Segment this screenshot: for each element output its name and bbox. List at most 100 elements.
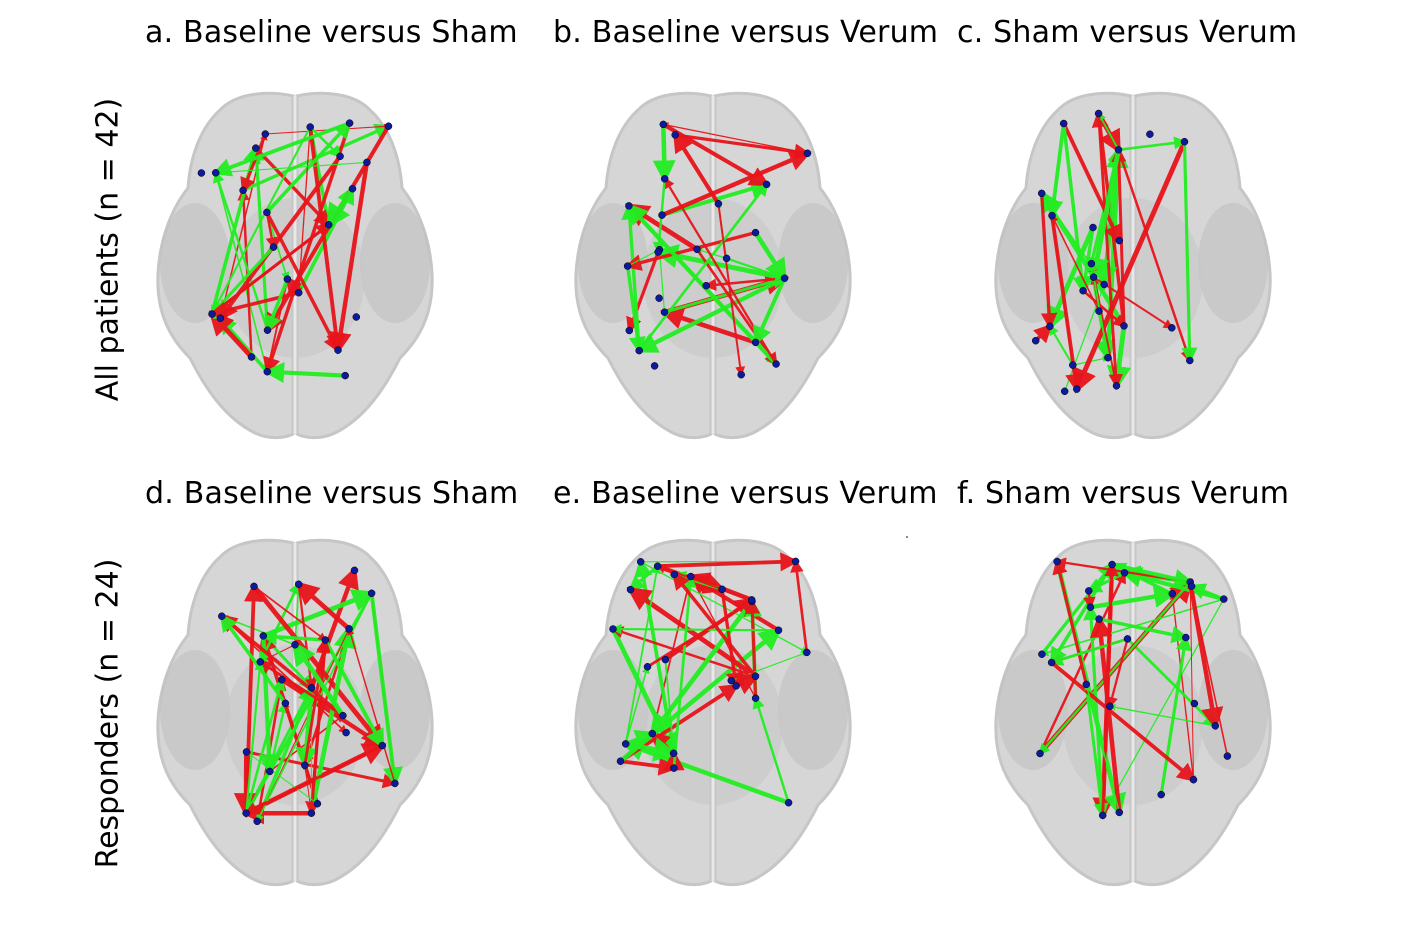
region-node	[791, 557, 800, 566]
connection-decrease	[1108, 703, 1216, 727]
connections	[208, 120, 392, 384]
connection-decrease	[653, 244, 786, 281]
region-node	[660, 175, 669, 183]
region-node	[301, 761, 309, 770]
right-temporal-lobe	[360, 203, 430, 323]
connection-increase	[674, 133, 811, 160]
connection-decrease	[672, 573, 697, 769]
region-node	[670, 764, 678, 772]
region-node	[803, 149, 812, 158]
connection-decrease	[212, 121, 351, 177]
connection-decrease	[219, 613, 287, 705]
region-node	[1031, 336, 1040, 345]
connection-decrease	[265, 120, 353, 214]
region-node	[1053, 557, 1061, 566]
connection-increase	[1106, 638, 1129, 709]
region-node	[669, 749, 678, 758]
region-node	[1180, 137, 1189, 146]
region-node	[654, 248, 662, 256]
region-node	[352, 313, 361, 321]
panel-title-e: e. Baseline versus Verum	[553, 476, 938, 511]
region-node	[702, 281, 710, 290]
brain-panel-b	[568, 88, 858, 443]
connection-increase	[253, 585, 327, 642]
connection-decrease	[1159, 634, 1192, 795]
region-node	[1094, 109, 1103, 118]
connection-decrease	[1102, 598, 1225, 817]
connection-decrease	[309, 624, 357, 814]
nodes	[1036, 557, 1232, 820]
connection-increase	[252, 584, 386, 750]
connections	[621, 122, 812, 377]
region-node	[1082, 680, 1091, 689]
region-node	[727, 676, 736, 685]
connection-decrease	[245, 659, 265, 814]
region-node	[208, 310, 216, 318]
connection-decrease	[1188, 583, 1225, 601]
right-temporal-lobe	[778, 650, 848, 770]
region-node	[1089, 273, 1098, 281]
region-node	[1190, 699, 1199, 708]
connection-decrease	[369, 593, 403, 788]
connection-decrease	[1048, 637, 1128, 666]
region-node	[751, 228, 760, 237]
connection-increase	[219, 613, 345, 717]
connection-decrease	[263, 362, 346, 384]
connection-decrease	[1097, 111, 1120, 151]
region-node	[253, 817, 261, 826]
connection-increase	[209, 223, 330, 316]
connections	[1032, 110, 1198, 394]
brain-outline	[574, 538, 852, 887]
region-node	[625, 202, 633, 210]
region-node	[1223, 752, 1232, 760]
left-temporal-lobe	[998, 203, 1068, 323]
region-node	[266, 767, 274, 776]
region-node	[391, 779, 399, 788]
connection-decrease	[1084, 684, 1109, 819]
brain-network-a	[156, 91, 434, 440]
connection-increase	[661, 150, 812, 218]
connection-decrease	[625, 265, 646, 354]
connection-decrease	[323, 639, 385, 750]
region-node	[670, 570, 678, 579]
region-node	[658, 211, 666, 219]
connection-increase	[1169, 592, 1195, 780]
region-node	[269, 243, 278, 251]
region-node	[1114, 146, 1123, 154]
connection-decrease	[1083, 604, 1105, 816]
region-node	[313, 799, 322, 808]
region-node	[242, 809, 250, 817]
connection-increase	[295, 126, 311, 294]
region-node	[345, 625, 353, 633]
connection-increase	[1089, 614, 1122, 813]
region-node	[1087, 259, 1096, 268]
region-node	[737, 370, 745, 379]
connection-decrease	[752, 695, 790, 804]
connection-increase	[265, 211, 340, 354]
brain-network-f	[994, 538, 1272, 887]
connection-increase	[1040, 193, 1058, 330]
right-temporal-lobe	[778, 203, 848, 323]
region-node	[350, 566, 359, 575]
region-node	[1104, 353, 1112, 362]
region-node	[307, 809, 316, 817]
panel-title-f: f. Sham versus Verum	[957, 476, 1290, 511]
region-node	[1123, 635, 1132, 643]
connection-decrease	[638, 182, 769, 352]
region-node	[650, 362, 659, 370]
region-node	[1115, 808, 1124, 817]
connection-decrease	[1090, 585, 1177, 610]
connection-increase	[303, 637, 331, 766]
region-node	[242, 748, 251, 756]
region-node	[1047, 658, 1056, 667]
connection-decrease	[244, 677, 286, 814]
connection-increase	[329, 162, 370, 355]
panel-title-c: c. Sham versus Verum	[957, 15, 1298, 50]
connection-decrease	[1084, 683, 1120, 813]
region-node	[1069, 361, 1077, 369]
connection-increase	[1061, 122, 1122, 245]
connection-decrease	[652, 124, 676, 184]
connection-increase	[347, 627, 396, 784]
stray-mark	[906, 536, 908, 538]
region-node	[1046, 322, 1054, 331]
